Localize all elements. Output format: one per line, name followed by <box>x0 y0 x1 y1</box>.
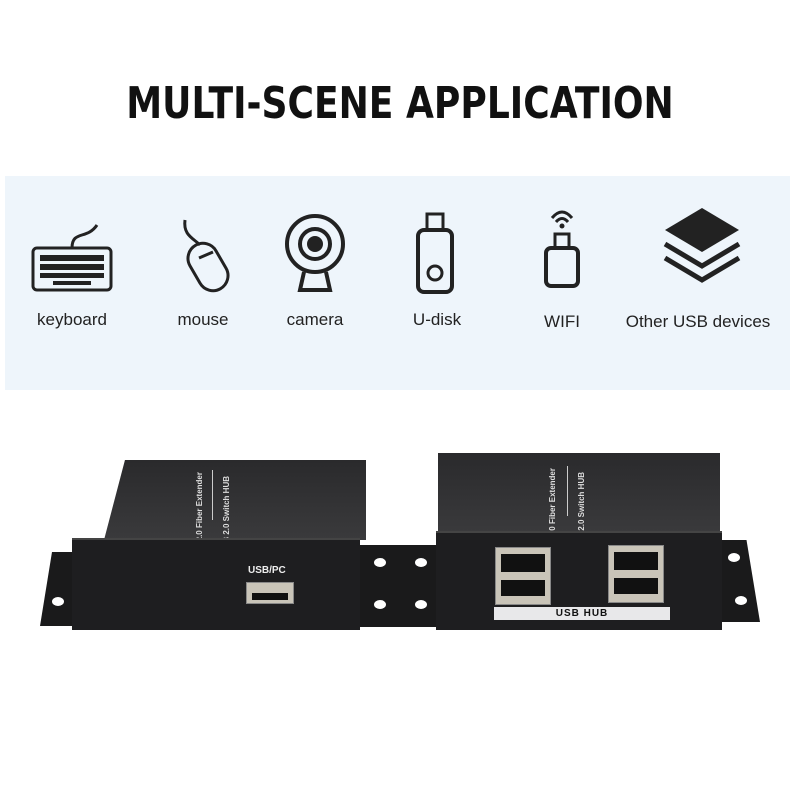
device-keyboard <box>7 200 137 295</box>
usb-port <box>246 582 294 604</box>
usb-drive-icon <box>416 212 454 294</box>
device-other <box>637 200 767 295</box>
usb-port-pair <box>608 545 664 603</box>
device-mouse <box>135 200 265 300</box>
device-u-disk <box>370 200 500 295</box>
device-label: Other USB devices <box>625 312 771 331</box>
wifi-adapter-icon <box>544 210 580 288</box>
mouse-icon <box>183 219 230 293</box>
device-label: WIFI <box>544 312 580 331</box>
device-band <box>5 176 790 390</box>
device-label: U-disk <box>412 310 462 329</box>
device-label: keyboard <box>37 310 107 329</box>
device-camera <box>250 200 380 295</box>
keyboard-icon <box>31 224 113 292</box>
device-label: camera <box>286 310 344 329</box>
page-title: MULTI-SCENE APPLICATION <box>126 78 674 129</box>
device-wifi <box>497 200 627 295</box>
layers-icon <box>663 208 741 283</box>
port-label: USB HUB <box>494 607 670 620</box>
port-label: USB/PC <box>248 565 286 576</box>
webcam-icon <box>285 214 345 292</box>
usb-port-pair <box>495 547 551 605</box>
device-label: mouse <box>177 310 229 329</box>
